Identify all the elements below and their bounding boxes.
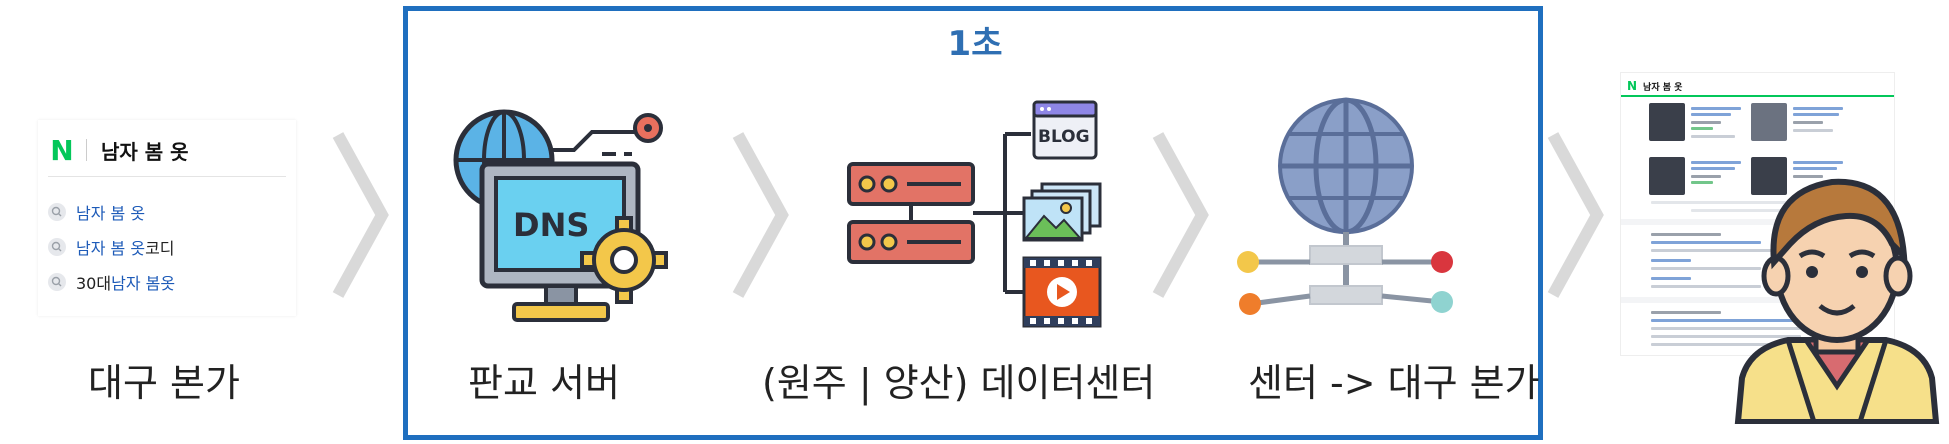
search-header: N 남자 봄 옷: [48, 130, 288, 170]
result-line: [1793, 175, 1823, 178]
result-line: [1691, 113, 1731, 116]
person-avatar-icon: [1734, 178, 1940, 424]
result-line: [1651, 259, 1691, 262]
result-line: [1651, 335, 1801, 338]
caption-head-office: 대구 본가: [88, 361, 240, 405]
suggestion-main: 남자 봄 옷: [76, 239, 146, 258]
result-line: [1691, 175, 1721, 178]
product-thumbnail[interactable]: [1751, 103, 1787, 141]
dns-label: DNS: [513, 206, 589, 244]
result-line: [1691, 181, 1713, 184]
result-line: [1793, 113, 1839, 116]
suggestion-main: 남자 봄옷: [111, 274, 176, 293]
result-line: [1793, 167, 1837, 170]
search-suggestion-card: N 남자 봄 옷 남자 봄 옷 남자 봄 옷 코디 30대 남자 봄옷: [38, 120, 296, 316]
result-line: [1691, 121, 1721, 124]
suggestion-item[interactable]: 30대 남자 봄옷: [48, 270, 175, 294]
suggestion-main: 남자 봄 옷: [76, 204, 146, 223]
result-line: [1793, 129, 1833, 132]
result-line: [1691, 161, 1741, 164]
results-query-text: 남자 봄 옷: [1643, 82, 1683, 93]
image-gallery-icon: [1022, 182, 1102, 242]
search-icon: [48, 238, 66, 256]
blog-icon: BLOG: [1032, 100, 1098, 160]
result-line: [1651, 285, 1761, 288]
result-line: [1651, 311, 1721, 314]
caption-datacenter: (원주 | 양산) 데이터센터: [762, 361, 1156, 405]
result-line: [1651, 327, 1801, 330]
stage-time-label: 1초: [947, 24, 1003, 64]
suggestion-item[interactable]: 남자 봄 옷: [48, 200, 145, 224]
result-line: [1793, 121, 1823, 124]
results-header: N 남자 봄 옷: [1627, 77, 1682, 95]
chevron-right-icon: [1547, 132, 1604, 298]
suggestion-item[interactable]: 남자 봄 옷 코디: [48, 235, 175, 259]
result-line: [1651, 241, 1761, 244]
result-line: [1651, 233, 1721, 236]
chevron-right-icon: [332, 132, 389, 298]
product-thumbnail[interactable]: [1751, 157, 1787, 195]
result-line: [1691, 209, 1811, 212]
network-globe-icon: [1237, 97, 1453, 315]
result-line: [1793, 161, 1843, 164]
section-divider: [1621, 297, 1894, 303]
result-line: [1691, 167, 1735, 170]
result-line: [1651, 277, 1691, 280]
product-thumbnail[interactable]: [1649, 157, 1685, 195]
results-green-bar: [1621, 95, 1894, 97]
search-query-text[interactable]: 남자 봄 옷: [101, 139, 189, 164]
dns-server-icon: DNS: [453, 109, 668, 322]
result-line: [1651, 343, 1791, 346]
naver-logo-icon: N: [1627, 79, 1638, 93]
result-line: [1651, 249, 1771, 252]
result-line: [1651, 201, 1851, 204]
caption-return-route: 센터 -> 대구 본가: [1248, 361, 1540, 405]
chevron-right-icon: [1152, 132, 1209, 298]
search-divider: [86, 139, 87, 161]
search-icon: [48, 273, 66, 291]
product-thumbnail[interactable]: [1649, 103, 1685, 141]
blog-label: BLOG: [1038, 127, 1090, 147]
result-line: [1691, 127, 1713, 130]
result-line: [1651, 319, 1801, 322]
chevron-right-icon: [732, 132, 789, 298]
search-icon: [48, 203, 66, 221]
video-icon: [1022, 256, 1102, 328]
result-line: [1651, 267, 1761, 270]
result-line: [1793, 107, 1843, 110]
suggestion-suffix: 코디: [145, 239, 175, 258]
suggestion-prefix: 30대: [76, 274, 112, 293]
stage-frame: [403, 6, 1543, 440]
caption-pangyo-server: 판교 서버: [468, 361, 620, 405]
search-rule: [48, 176, 286, 177]
server-stack-icon: [847, 132, 1031, 294]
naver-logo-icon: N: [50, 133, 74, 167]
result-line: [1691, 107, 1741, 110]
result-line: [1691, 135, 1735, 138]
section-divider: [1621, 219, 1894, 225]
